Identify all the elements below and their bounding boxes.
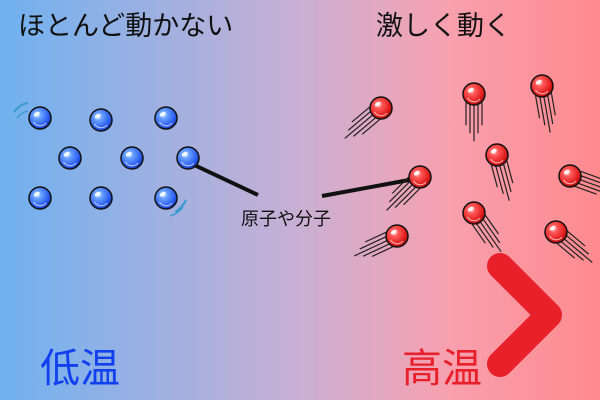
hot-particle	[530, 74, 556, 133]
motion-streak	[353, 239, 390, 257]
motion-streak	[365, 231, 387, 243]
motion-streak	[538, 94, 546, 126]
hot-particle-ball	[408, 165, 432, 189]
motion-streak	[580, 170, 600, 180]
cold-particle	[28, 106, 52, 130]
motion-streak	[567, 230, 586, 247]
motion-streak	[577, 178, 600, 188]
hot-particle-ball	[558, 164, 582, 188]
high-temperature-label: 高温	[402, 346, 482, 392]
vibration-mark	[169, 206, 184, 217]
motion-streak	[542, 94, 551, 133]
motion-streak	[351, 106, 370, 123]
motion-streak	[361, 119, 381, 135]
cold-particle	[58, 146, 82, 170]
hot-particle	[344, 96, 393, 139]
motion-streak	[485, 215, 499, 235]
slow-motion-label: ほとんど動かない	[18, 11, 234, 42]
motion-streak	[498, 162, 510, 201]
motion-streak	[564, 233, 589, 255]
vibration-mark	[174, 199, 187, 213]
motion-streak	[546, 93, 554, 125]
hot-particle	[485, 143, 514, 201]
hot-particle	[386, 165, 432, 211]
motion-streak	[471, 224, 486, 244]
hot-particle-ball	[485, 143, 509, 167]
hot-particle	[462, 201, 502, 252]
motion-streak	[556, 243, 576, 259]
motion-streak	[386, 182, 415, 211]
temperature-arrow	[69, 253, 562, 377]
motion-streak	[550, 92, 556, 116]
motion-streak	[359, 235, 388, 250]
motion-streak	[403, 188, 421, 206]
cold-particle	[89, 186, 113, 210]
motion-streak	[502, 161, 512, 193]
motion-streak	[481, 217, 501, 244]
hot-particle-ball	[462, 201, 486, 225]
motion-streak	[344, 113, 375, 139]
low-temperature-label: 低温	[40, 346, 120, 392]
motion-streak	[389, 179, 412, 203]
motion-streak	[371, 246, 394, 257]
motion-streak	[559, 240, 584, 261]
hot-particle	[558, 164, 600, 195]
pointer-line-cold	[189, 161, 259, 197]
motion-streak	[478, 219, 502, 252]
cold-particle	[120, 146, 144, 170]
motion-streak	[576, 182, 600, 192]
vibration-mark	[13, 102, 29, 113]
hot-particle-ball	[385, 224, 409, 248]
motion-streak	[562, 237, 593, 263]
hot-particle	[544, 220, 593, 263]
hot-particle-ball	[544, 220, 568, 244]
motion-streak	[490, 164, 498, 188]
particles-label: 原子や分子	[241, 209, 331, 230]
pointer-line-hot	[321, 176, 421, 198]
fast-motion-label: 激しく動く	[376, 11, 511, 42]
cold-particle	[28, 186, 52, 210]
motion-streak	[391, 176, 409, 194]
vibration-mark	[16, 110, 29, 119]
cold-particles	[13, 102, 200, 217]
cold-particle	[89, 108, 113, 132]
motion-streak	[348, 109, 373, 131]
motion-streak	[506, 160, 514, 184]
hot-particle-ball	[462, 82, 486, 106]
hot-particle	[353, 224, 409, 257]
cold-particle	[176, 146, 200, 170]
motion-streak	[394, 185, 418, 208]
cold-particle	[154, 186, 178, 210]
cold-particle	[154, 106, 178, 130]
motion-streak	[353, 116, 378, 137]
motion-streak	[535, 95, 541, 119]
hot-particle-ball	[369, 96, 393, 120]
motion-streak	[475, 221, 494, 248]
hot-particles	[344, 74, 600, 263]
motion-streak	[574, 185, 597, 195]
hot-particle	[462, 82, 486, 142]
hot-particle-ball	[530, 74, 554, 98]
motion-streak	[579, 174, 600, 184]
motion-streak	[362, 242, 392, 257]
motion-streak	[494, 163, 504, 195]
